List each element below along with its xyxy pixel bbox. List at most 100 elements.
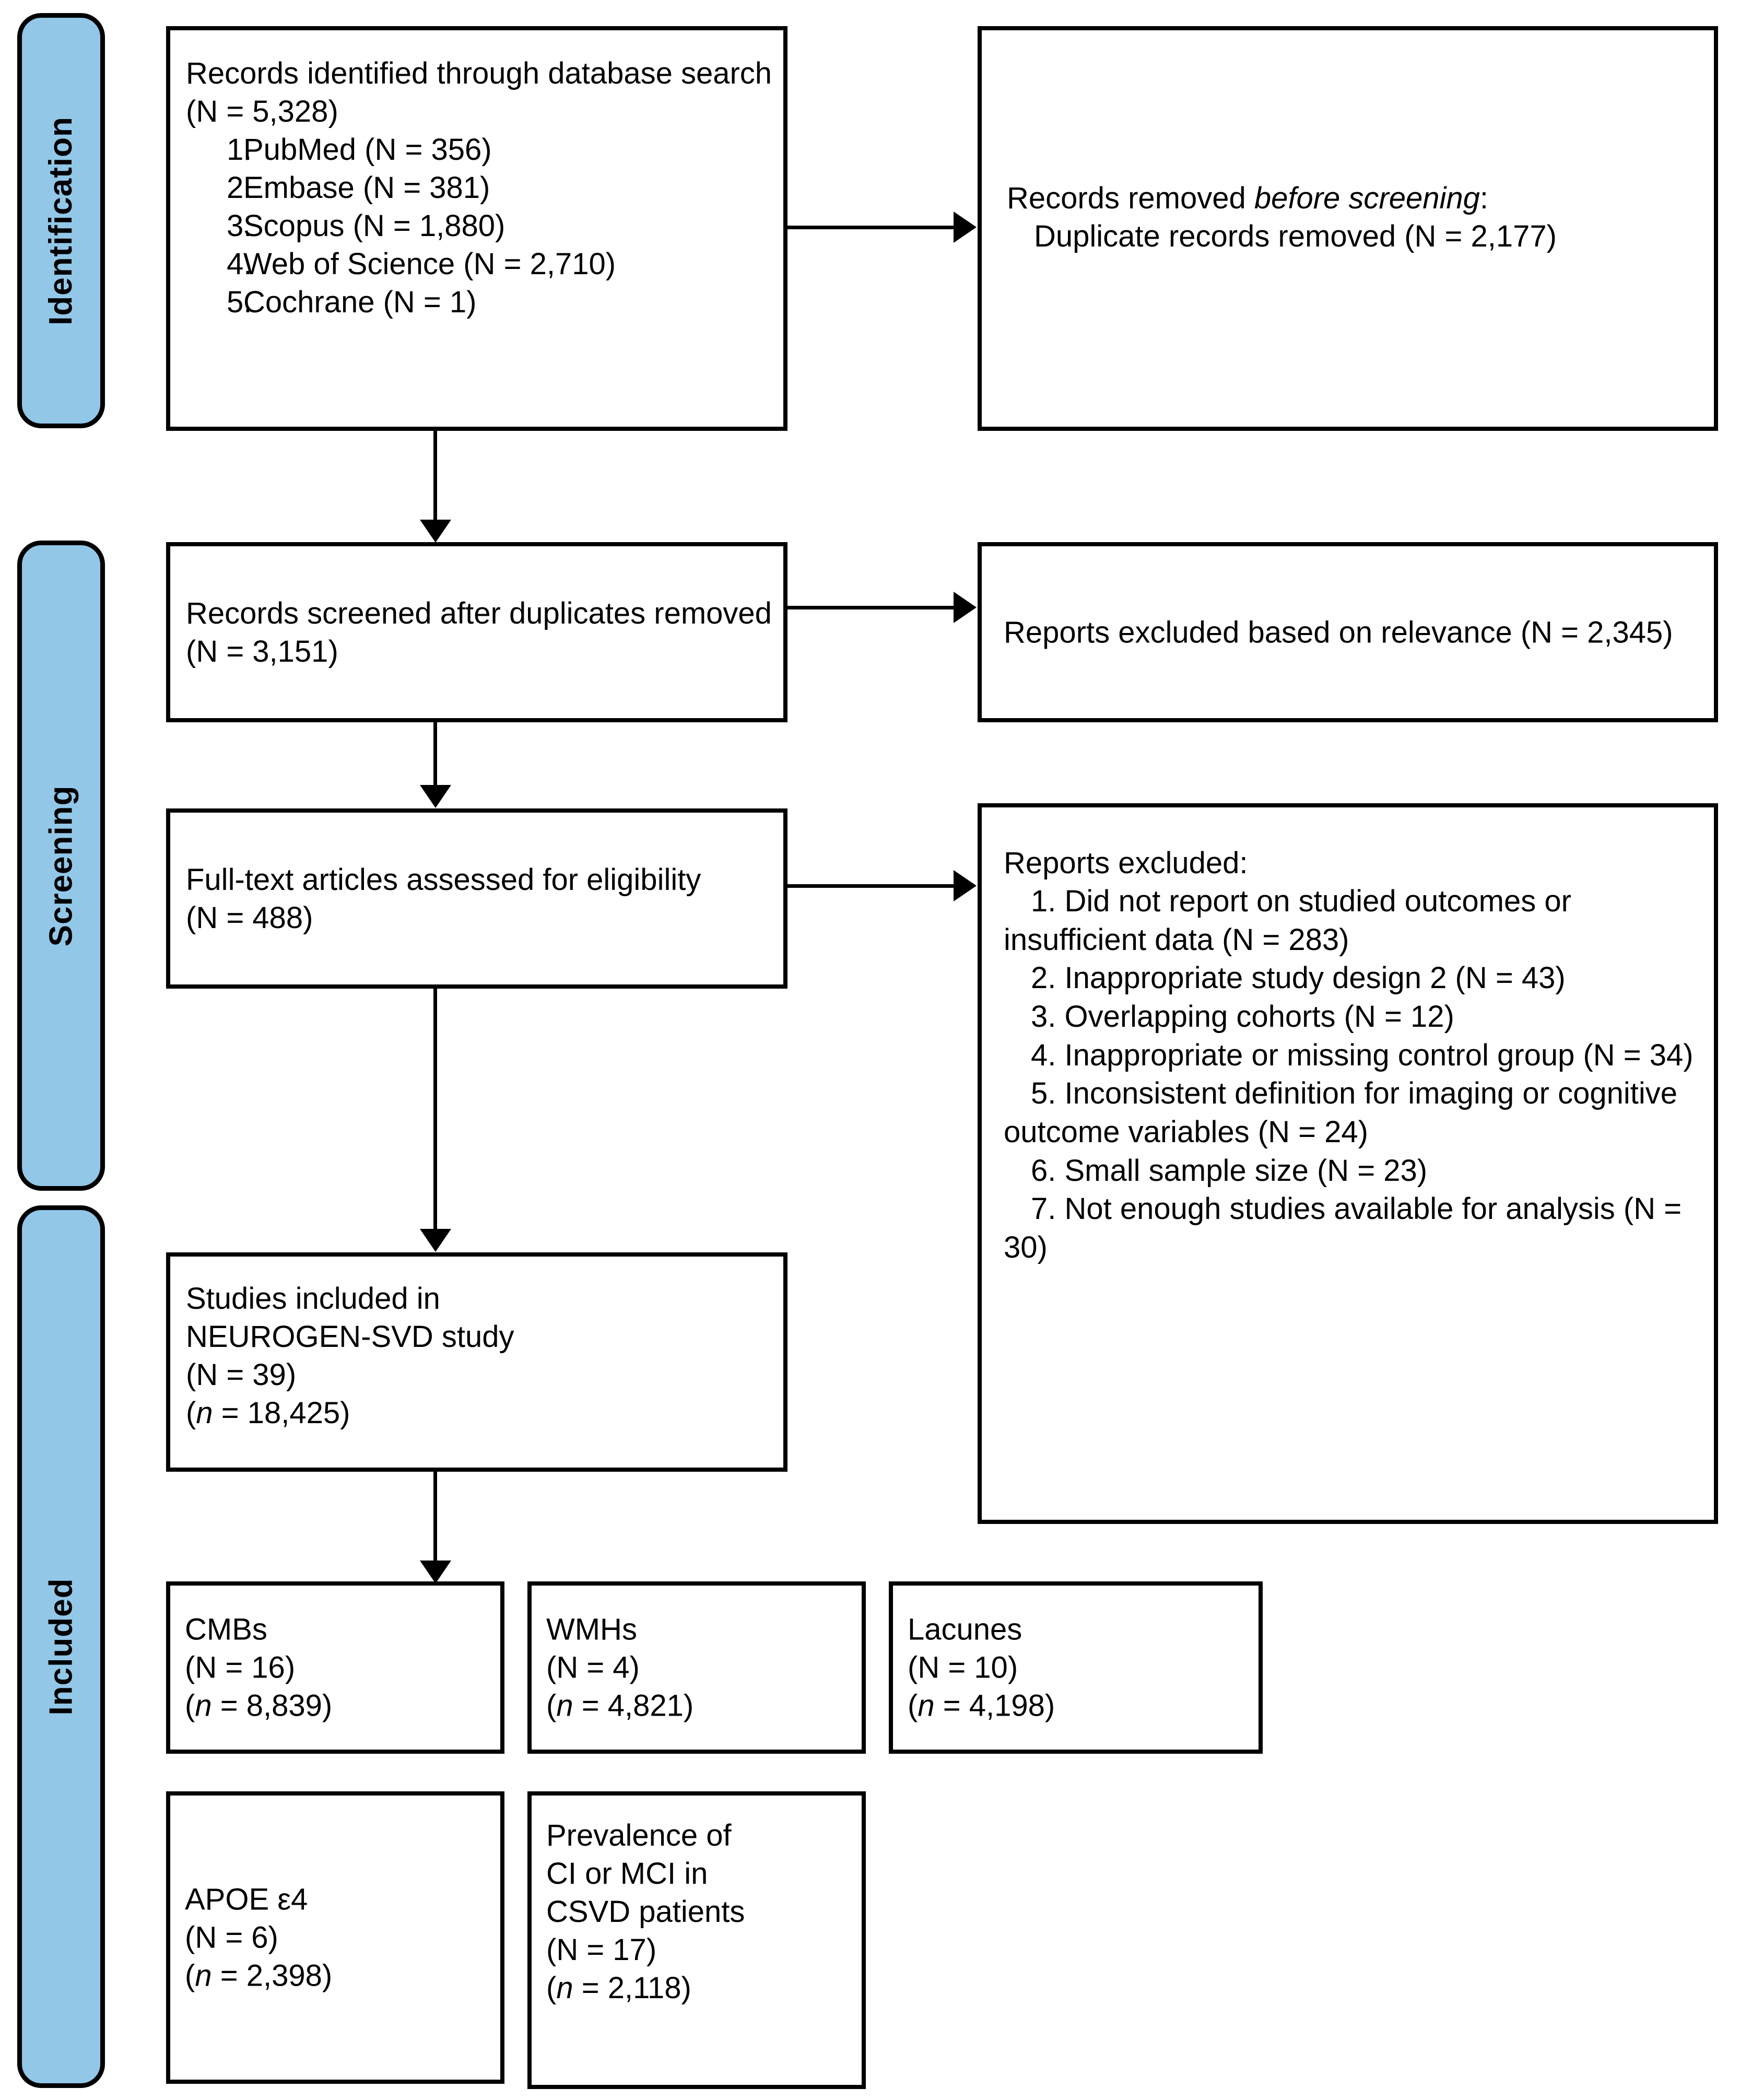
box-reports-excluded-relevance: Reports excluded based on relevance (N =… xyxy=(978,542,1718,722)
list-item: 3. Overlapping cohorts (N = 12) xyxy=(1031,1000,1454,1034)
box-outcome-prevalence-ci-mci: Prevalence of CI or MCI in CSVD patients… xyxy=(527,1791,866,2089)
box-outcome-cmbs: CMBs (N = 16) (n = 8,839) xyxy=(166,1581,504,1754)
paren-open: ( xyxy=(546,1688,557,1723)
reports-excluded-relevance-text: Reports excluded based on relevance (N =… xyxy=(1004,615,1673,649)
list-item: 5. Cochrane (N = 1) xyxy=(186,283,774,321)
box-records-removed-before-screening: Records removed before screening: Duplic… xyxy=(978,26,1718,431)
stage-bar-included: Included xyxy=(17,1205,105,2088)
outcome-studies-wmhs: (N = 4) xyxy=(546,1650,640,1685)
list-item-number: 2. xyxy=(227,171,252,205)
arrowhead-screened-to-fulltext xyxy=(420,785,451,808)
outcome-participants-wmhs: (n = 4,821) xyxy=(546,1687,854,1725)
outcome-participants-lacunes: (n = 4,198) xyxy=(908,1687,1251,1725)
outcome-title-prevalence-line1: Prevalence of xyxy=(546,1819,732,1852)
database-source-list: 1. PubMed (N = 356) 2. Embase (N = 381) … xyxy=(186,131,774,321)
outcome-studies-lacunes: (N = 10) xyxy=(908,1650,1018,1685)
paren-open: ( xyxy=(546,1971,557,2005)
n-italic: n xyxy=(918,1688,935,1723)
stage-bar-screening: Screening xyxy=(17,541,105,1191)
arrowhead-fulltext-to-excluded xyxy=(954,870,977,901)
n-italic: n xyxy=(195,1688,212,1723)
outcome-title-wmhs: WMHs xyxy=(546,1612,637,1647)
outcome-participants-cmbs: (n = 8,839) xyxy=(185,1687,493,1725)
box-records-identified: Records identified through database sear… xyxy=(166,26,787,431)
outcome-title-lacunes: Lacunes xyxy=(908,1612,1022,1647)
stage-label-included: Included xyxy=(43,1578,79,1716)
stage-label-screening: Screening xyxy=(43,785,79,946)
n-italic: n xyxy=(195,1958,212,1993)
outcome-title-prevalence-line3: CSVD patients xyxy=(546,1895,745,1929)
outcome-participants-prevalence: (n = 2,118) xyxy=(546,1969,854,2007)
connector-fulltext-to-excluded xyxy=(787,884,955,888)
participants-count: = 2,398) xyxy=(211,1958,333,1993)
records-identified-lead: Records identified through database sear… xyxy=(186,56,772,129)
list-item: 5. Inconsistent definition for imaging o… xyxy=(1004,1076,1678,1149)
paren-open: ( xyxy=(185,1958,195,1993)
records-screened-text: Records screened after duplicates remove… xyxy=(186,596,772,668)
list-item: 1. Did not report on studied outcomes or… xyxy=(1004,884,1571,957)
arrowhead-identified-to-removed xyxy=(954,212,977,243)
participants-count: = 4,821) xyxy=(573,1688,694,1723)
outcome-title-prevalence-line2: CI or MCI in xyxy=(546,1857,708,1891)
list-item-label: PubMed (N = 356) xyxy=(243,133,492,167)
participants-count: = 2,118) xyxy=(573,1971,691,2005)
list-item-label: Scopus (N = 1,880) xyxy=(243,209,505,243)
list-item-number: 3. xyxy=(227,209,252,243)
list-item: 7. Not enough studies available for anal… xyxy=(1004,1192,1682,1264)
connector-screened-to-excluded-relevance xyxy=(787,606,955,609)
records-removed-lead: Records removed before screening: xyxy=(1007,179,1698,217)
box-outcome-lacunes: Lacunes (N = 10) (n = 4,198) xyxy=(889,1581,1263,1754)
connector-included-to-outcomes xyxy=(433,1472,437,1563)
stage-label-identification: Identification xyxy=(43,116,79,325)
stage-bar-identification: Identification xyxy=(17,13,105,428)
studies-included-line3: (N = 39) xyxy=(186,1358,297,1392)
list-item: 6. Small sample size (N = 23) xyxy=(1031,1153,1428,1188)
n-italic: n xyxy=(556,1688,573,1723)
epsilon4-allele-label: ε4 xyxy=(277,1882,308,1917)
box-fulltext-assessed: Full-text articles assessed for eligibil… xyxy=(166,808,787,989)
box-reports-excluded-detailed: Reports excluded: 1. Did not report on s… xyxy=(978,803,1718,1524)
list-item: 3. Scopus (N = 1,880) xyxy=(186,207,774,245)
fulltext-assessed-line2: (N = 488) xyxy=(186,900,313,935)
reports-excluded-heading: Reports excluded: xyxy=(1004,846,1248,880)
connector-fulltext-to-included xyxy=(433,989,437,1231)
box-studies-included: Studies included in NEUROGEN-SVD study (… xyxy=(166,1252,787,1472)
list-item-label: Embase (N = 381) xyxy=(243,171,490,205)
apoe-gene-label: APOE xyxy=(185,1882,278,1917)
paren-open: ( xyxy=(908,1688,918,1723)
fulltext-assessed-line1: Full-text articles assessed for eligibil… xyxy=(186,862,701,897)
box-outcome-apoe-e4: APOE ε4 (N = 6) (n = 2,398) xyxy=(166,1791,504,2084)
connector-identified-to-removed xyxy=(787,226,955,229)
records-removed-detail: Duplicate records removed (N = 2,177) xyxy=(1034,219,1557,254)
list-item-label: Cochrane (N = 1) xyxy=(243,285,477,320)
box-outcome-wmhs: WMHs (N = 4) (n = 4,821) xyxy=(527,1581,866,1754)
outcome-studies-apoe: (N = 6) xyxy=(185,1920,278,1955)
list-item-label: Web of Science (N = 2,710) xyxy=(243,247,616,281)
box-records-screened: Records screened after duplicates remove… xyxy=(166,542,787,722)
arrowhead-identified-to-screened xyxy=(420,520,451,543)
list-item-number: 4. xyxy=(227,247,252,281)
participants-count: = 8,839) xyxy=(211,1688,333,1723)
studies-included-line2: NEUROGEN-SVD study xyxy=(186,1320,514,1354)
list-item: 4. Inappropriate or missing control grou… xyxy=(1031,1038,1694,1072)
participants-count: = 4,198) xyxy=(934,1688,1055,1723)
list-item: 2. Inappropriate study design 2 (N = 43) xyxy=(1031,961,1566,995)
n-italic: n xyxy=(196,1396,213,1430)
paren-open: ( xyxy=(185,1688,195,1723)
outcome-studies-cmbs: (N = 16) xyxy=(185,1650,296,1685)
connector-screened-to-fulltext xyxy=(433,722,437,788)
outcome-title-apoe: APOE ε4 xyxy=(185,1880,493,1918)
records-removed-lead-post: : xyxy=(1479,181,1489,215)
n-italic: n xyxy=(556,1971,573,2005)
outcome-studies-prevalence: (N = 17) xyxy=(546,1933,657,1967)
list-item: 1. PubMed (N = 356) xyxy=(186,131,774,169)
arrowhead-included-to-outcomes xyxy=(420,1561,451,1583)
reports-excluded-reason-list: 1. Did not report on studied outcomes or… xyxy=(1004,882,1700,1267)
outcome-title-cmbs: CMBs xyxy=(185,1612,267,1647)
arrowhead-screened-to-excluded-relevance xyxy=(954,592,977,623)
records-removed-lead-italic: before screening xyxy=(1254,181,1480,215)
list-item: 4. Web of Science (N = 2,710) xyxy=(186,245,774,283)
arrowhead-fulltext-to-included xyxy=(420,1229,451,1252)
outcome-participants-apoe: (n = 2,398) xyxy=(185,1957,493,1995)
